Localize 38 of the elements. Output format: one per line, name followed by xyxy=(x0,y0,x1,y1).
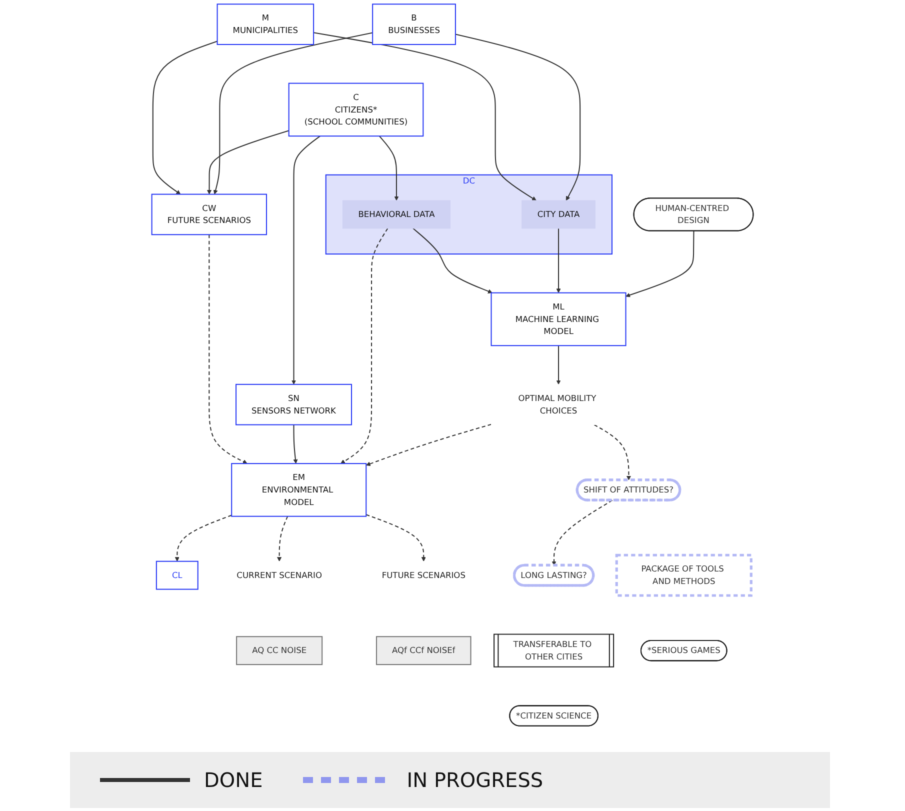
node-text: OPTIMAL MOBILITY CHOICES xyxy=(518,393,596,416)
arrow xyxy=(292,136,320,385)
arrow xyxy=(594,424,631,480)
node-box: B BUSINESSES xyxy=(372,4,456,46)
node-box: CITY DATA xyxy=(522,200,596,229)
node-box: M MUNICIPALITIES xyxy=(216,4,314,46)
arrow xyxy=(293,424,298,464)
arrow xyxy=(208,234,248,464)
legend-text: IN PROGRESS xyxy=(406,768,544,792)
node-box: CW FUTURE SCENARIOS xyxy=(151,194,268,236)
arrow xyxy=(455,34,581,201)
arrow xyxy=(366,424,492,466)
node-box: CL xyxy=(156,560,198,590)
arrow xyxy=(207,130,289,194)
arrow xyxy=(277,516,288,562)
arrow xyxy=(340,228,388,464)
node-box: EM ENVIRONMENTAL MODEL xyxy=(231,463,367,517)
node-box: ML MACHINE LEARNING MODEL xyxy=(490,292,626,346)
node-box: AQ CC NOISE xyxy=(236,636,323,666)
arrow xyxy=(412,228,492,294)
node-text: FUTURE SCENARIOS xyxy=(382,570,466,580)
arrow xyxy=(552,500,613,566)
arrow xyxy=(556,346,561,385)
node-box: SN SENSORS NETWORK xyxy=(236,384,352,426)
node-box: PACKAGE OF TOOLS AND METHODS xyxy=(615,554,752,597)
node-box: AQf CCf NOISEf xyxy=(376,636,472,666)
arrow xyxy=(152,40,218,194)
node-box: BEHAVIORAL DATA xyxy=(342,200,451,229)
arrow xyxy=(556,228,561,294)
arrow xyxy=(366,514,426,562)
node-text: CURRENT SCENARIO xyxy=(236,570,322,580)
arrow xyxy=(626,231,694,298)
arrow xyxy=(378,136,399,201)
arrow xyxy=(174,514,232,562)
arrow xyxy=(313,32,536,201)
legend-text: DONE xyxy=(204,768,263,792)
arrow xyxy=(213,32,373,194)
node-box: C CITIZENS* (SCHOOL COMMUNITIES) xyxy=(288,82,424,137)
